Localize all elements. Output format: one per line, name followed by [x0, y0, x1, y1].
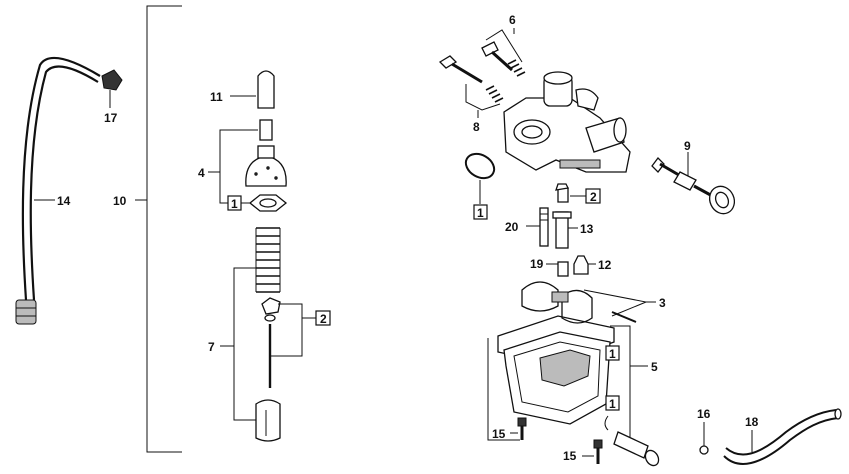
part-9-throttle-stop-screw: [651, 157, 736, 215]
float-chamber: [497, 315, 615, 425]
callout-3: 3: [659, 296, 666, 310]
part-6-screw-spring: [481, 41, 526, 77]
part-8-screw-spring: [438, 55, 504, 103]
part-12-main-jet: [573, 255, 589, 275]
part-3-float: [521, 281, 637, 324]
callout-9: 9: [684, 139, 691, 153]
kit-box-1-chamber-gasket: [605, 345, 620, 361]
callout-7: 7: [208, 340, 215, 354]
callout-11: 11: [210, 90, 223, 104]
kit-box-2-needle: [315, 310, 331, 326]
kit-box-1-drain-oring: [605, 395, 620, 411]
callout-4: 4: [198, 166, 205, 180]
kit-label-1c: 1: [609, 347, 616, 361]
part-7-needle-set: [255, 297, 281, 442]
part-18-tube: [723, 408, 842, 465]
part-15-screw-left: [517, 417, 527, 440]
kit-label-1d: 1: [609, 397, 616, 411]
kit-label-1b: 1: [477, 206, 484, 220]
callout-14: 14: [57, 194, 71, 208]
part-14-tube: [15, 56, 101, 325]
part-2-jet-needle-seat: [555, 183, 569, 203]
callout-15a: 15: [492, 427, 506, 441]
callout-20: 20: [505, 220, 519, 234]
kit-label-1a: 1: [231, 197, 238, 211]
throttle-spring: [255, 227, 281, 293]
part-11-cap: [257, 70, 275, 109]
callout-13: 13: [580, 222, 594, 236]
carburetor-body: [503, 71, 631, 173]
callout-6: 6: [509, 13, 516, 27]
part-13-needle-jet: [552, 211, 572, 249]
callout-5: 5: [651, 360, 658, 374]
kit-box-2-jet: [585, 188, 601, 204]
kit-label-2a: 2: [320, 312, 327, 326]
callout-19: 19: [530, 257, 544, 271]
callout-10: 10: [113, 194, 127, 208]
callout-18: 18: [745, 415, 759, 429]
part-19-jet: [557, 261, 569, 277]
part-4-top-cap: [245, 119, 287, 187]
kit-label-2b: 2: [590, 190, 597, 204]
callout-12: 12: [598, 258, 612, 272]
drain-screw: [613, 431, 660, 467]
bracket-10: [135, 5, 182, 453]
callout-8: 8: [473, 120, 480, 134]
part-15-screw-right: [593, 439, 603, 464]
part-20-pilot-jet: [539, 207, 549, 247]
part-17-clip: [101, 69, 123, 91]
callout-17: 17: [104, 111, 118, 125]
part-16-clip: [699, 445, 709, 455]
part-1-oring-large: [464, 152, 496, 180]
callout-16: 16: [697, 407, 711, 421]
callout-15b: 15: [563, 449, 577, 463]
kit-box-1-oring: [473, 204, 488, 220]
